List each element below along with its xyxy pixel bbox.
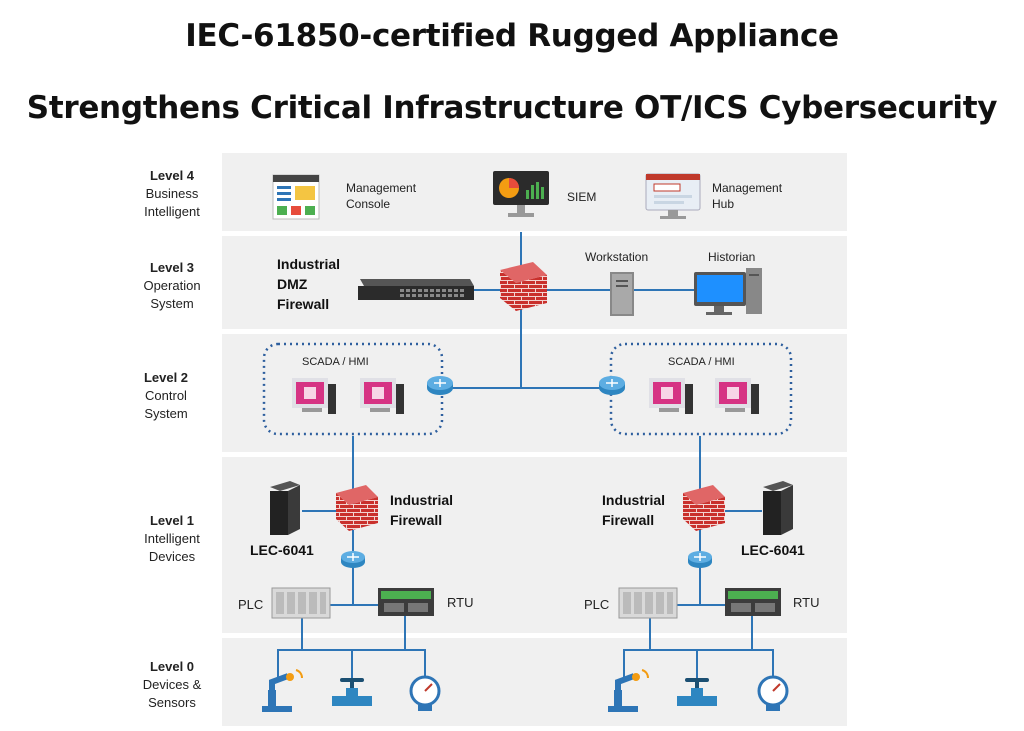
level0-name: Level 0 [149,659,195,674]
siem-label: SIEM [567,190,597,204]
level0-desc2: Sensors [148,695,196,710]
dmz-switch-icon [358,279,474,300]
level1-label: Level 1 Intelligent Devices [117,512,227,566]
management-console-label-line2: Console [346,197,391,211]
level1-name: Level 1 [149,513,195,528]
workstation-label: Workstation [585,250,649,264]
management-hub-icon [645,173,701,219]
lec-6041-right-icon [763,481,793,535]
router-icon-level1-left [341,551,365,568]
level4-label: Level 4 Business Intelligent [117,167,227,221]
industrial-firewall-right-line2: Firewall [602,512,655,528]
management-console-icon [272,174,320,220]
lec-6041-left-label: LEC-6041 [250,542,314,558]
rtu-left-icon [378,588,434,616]
level2-desc1: Control [145,388,187,403]
management-console-label: Management Console [346,180,416,212]
dmz-firewall-icon [500,262,547,311]
historian-icon [694,268,762,315]
dmz-firewall-label-line2: DMZ [277,276,308,292]
industrial-firewall-left-line1: Industrial [390,492,454,508]
workstation-icon [610,272,634,316]
level3-desc2: System [150,296,194,311]
level0-label: Level 0 Devices & Sensors [117,658,227,712]
dmz-firewall-label-line1: Industrial [277,256,341,272]
gauge-right-icon [757,675,789,711]
valve-right-icon [677,678,717,706]
plc-left-label: PLC [238,597,264,612]
management-console-label-line1: Management [346,181,417,195]
rtu-left-label: RTU [447,595,474,610]
level3-label: Level 3 Operation System [117,259,227,313]
level2-label: Level 2 Control System [111,369,221,423]
gauge-left-icon [409,675,441,711]
industrial-firewall-right-icon [683,485,725,531]
level2-desc2: System [144,406,188,421]
management-hub-label: Management Hub [712,180,782,212]
scada-hmi-left-label: SCADA / HMI [302,356,369,368]
level3-name: Level 3 [149,260,195,275]
level1-desc1: Intelligent [144,531,200,546]
industrial-firewall-right-label: Industrial Firewall [602,490,665,530]
level4-desc2: Intelligent [144,204,200,219]
industrial-firewall-right-line1: Industrial [602,492,666,508]
level0-desc1: Devices & [142,677,202,692]
rtu-right-icon [725,588,781,616]
management-hub-label-line1: Management [712,181,783,195]
dmz-firewall-label-line3: Firewall [277,296,330,312]
level1-desc2: Devices [148,549,196,564]
level4-desc1: Business [145,186,199,201]
level3-desc1: Operation [143,278,201,293]
historian-label: Historian [708,250,756,264]
level0-band [222,638,847,726]
dmz-firewall-label: Industrial DMZ Firewall [277,254,340,314]
level4-name: Level 4 [149,168,195,183]
plc-right-icon [618,587,678,619]
management-hub-label-line2: Hub [712,197,735,211]
page-title-line2: Strengthens Critical Infrastructure OT/I… [26,90,998,126]
robot-arm-right-icon [608,669,649,712]
scada-group-left [262,342,444,436]
lec-6041-right-label: LEC-6041 [741,542,805,558]
hmi-monitor-icons [292,378,759,414]
router-icon-level1-right [688,551,712,568]
plc-left-icon [271,587,331,619]
router-icon-right [599,376,625,395]
siem-icon [493,171,549,217]
lec-6041-left-icon [270,481,300,535]
scada-hmi-right-label: SCADA / HMI [668,356,735,368]
level2-name: Level 2 [143,370,189,385]
page-title-line1: IEC-61850-certified Rugged Appliance [185,18,839,54]
rtu-right-label: RTU [793,595,820,610]
plc-right-label: PLC [584,597,610,612]
valve-left-icon [332,678,372,706]
industrial-firewall-left-label: Industrial Firewall [390,490,453,530]
robot-arm-left-icon [262,669,303,712]
industrial-firewall-left-icon [336,485,378,531]
router-icon-left [427,376,453,395]
industrial-firewall-left-line2: Firewall [390,512,443,528]
